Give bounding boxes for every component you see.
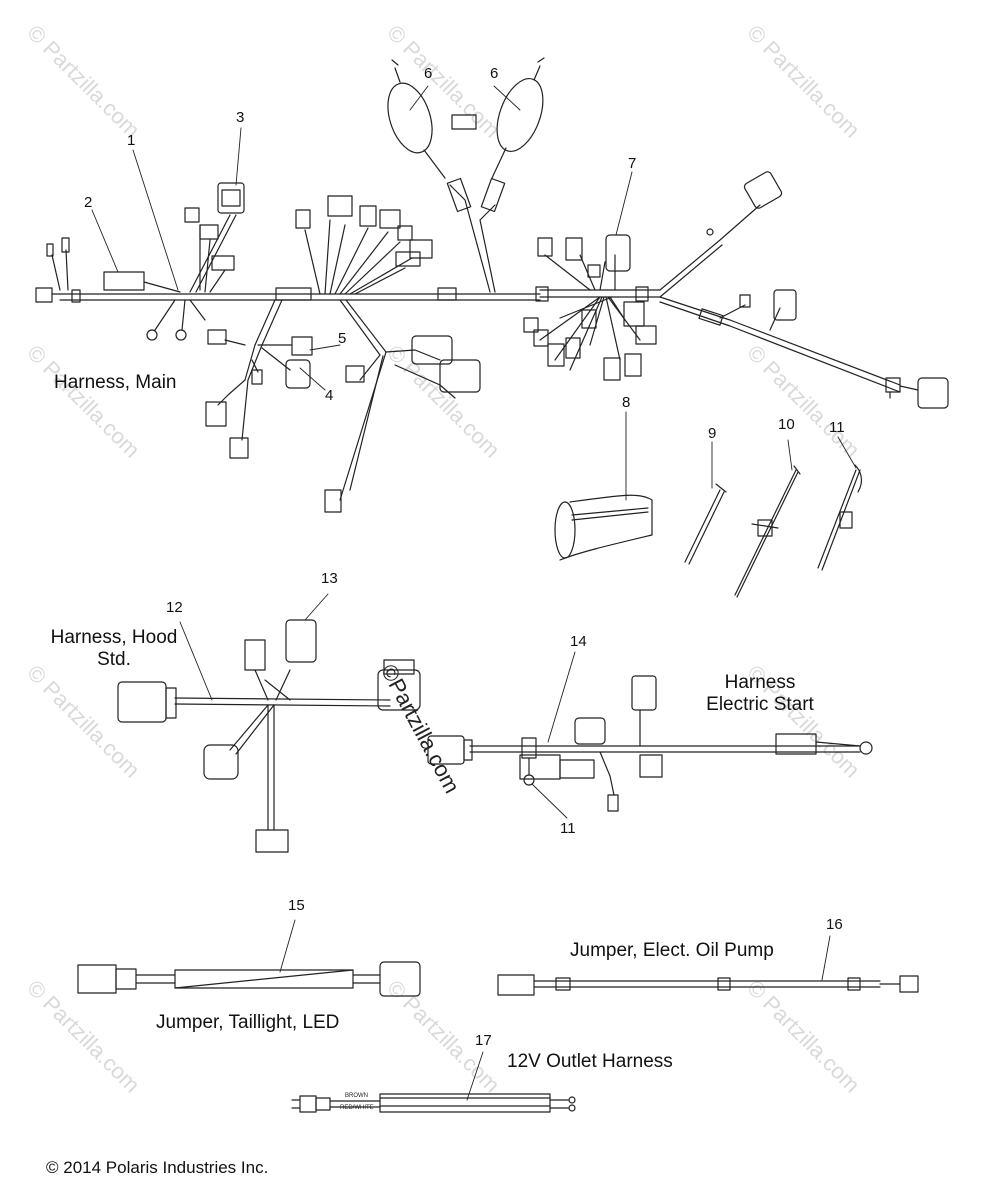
- caption-harness-hood-line1: Harness, Hood: [50, 627, 178, 648]
- callout-9: 9: [708, 425, 717, 442]
- callout-13: 13: [321, 570, 338, 587]
- callout-12: 12: [166, 599, 183, 616]
- callout-10: 10: [778, 416, 795, 433]
- caption-harness-main: Harness, Main: [54, 372, 177, 393]
- callout-8: 8: [622, 394, 631, 411]
- caption-harness-start-line2: Electric Start: [706, 694, 814, 715]
- callout-11a: 11: [829, 419, 845, 436]
- callout-7: 7: [628, 155, 637, 172]
- callout-16: 16: [826, 916, 843, 933]
- callout-6a: 6: [424, 65, 433, 82]
- outlet-harness: [291, 1093, 576, 1113]
- callout-3: 3: [236, 109, 245, 126]
- caption-jumper-oil-pump: Jumper, Elect. Oil Pump: [570, 940, 774, 961]
- callout-4: 4: [325, 387, 334, 404]
- callout-11b: 11: [560, 820, 576, 837]
- wire-label-brown: BROWN: [345, 1093, 368, 1099]
- conduit-sleeve: [554, 494, 653, 561]
- wire-label-red-white: RED/WHITE: [340, 1105, 374, 1111]
- caption-harness-electric-start: Harness Electric Start: [680, 672, 840, 716]
- callout-15: 15: [288, 897, 305, 914]
- callout-17: 17: [475, 1032, 492, 1049]
- callout-14: 14: [570, 633, 587, 650]
- main-harness: [35, 57, 949, 513]
- hood-harness: [117, 619, 421, 853]
- caption-harness-start-line1: Harness: [724, 672, 796, 693]
- caption-harness-hood-line2: Std.: [97, 649, 131, 670]
- oil-pump-jumper: [497, 974, 919, 996]
- electric-start-harness: [427, 675, 873, 812]
- callout-5: 5: [338, 330, 347, 347]
- callout-1: 1: [127, 132, 136, 149]
- caption-jumper-taillight: Jumper, Taillight, LED: [156, 1012, 340, 1033]
- copyright-notice: © 2014 Polaris Industries Inc.: [46, 1158, 269, 1177]
- caption-harness-hood: Harness, Hood Std.: [34, 627, 194, 671]
- taillight-jumper: [77, 961, 421, 997]
- callout-2: 2: [84, 194, 93, 211]
- cable-ties: [684, 464, 863, 598]
- leader-lines: [91, 85, 857, 1101]
- callout-6b: 6: [490, 65, 499, 82]
- caption-outlet-harness: 12V Outlet Harness: [507, 1051, 673, 1072]
